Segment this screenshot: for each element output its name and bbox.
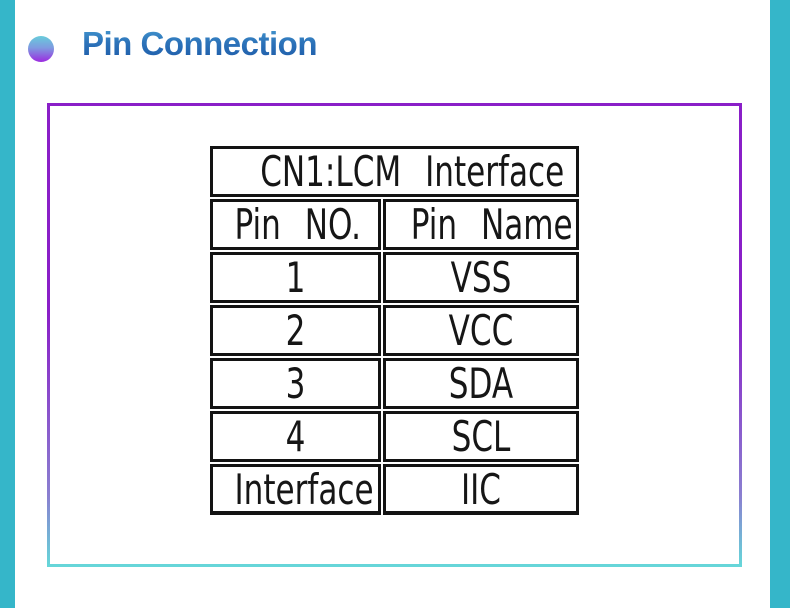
table-row: 1 VSS xyxy=(210,252,579,303)
table-row: 4 SCL xyxy=(210,411,579,462)
section-header: Pin Connection xyxy=(28,24,318,64)
pin-no-cell: Interface xyxy=(210,464,381,515)
table-title-cell: CN1:LCM Interface xyxy=(210,146,579,197)
pin-no-cell: 3 xyxy=(210,358,381,409)
table-header-row: Pin NO. Pin Name xyxy=(210,199,579,250)
pin-name-cell: VCC xyxy=(383,305,579,356)
pin-no-cell: 1 xyxy=(210,252,381,303)
table-title-row: CN1:LCM Interface xyxy=(210,146,579,197)
pin-no-cell: 4 xyxy=(210,411,381,462)
column-header-pin-name: Pin Name xyxy=(383,199,579,250)
right-accent-bar xyxy=(770,0,790,608)
column-header-pin-no: Pin NO. xyxy=(210,199,381,250)
table-row: 3 SDA xyxy=(210,358,579,409)
pin-name-cell: IIC xyxy=(383,464,579,515)
pin-no-cell: 2 xyxy=(210,305,381,356)
page-title: Pin Connection xyxy=(82,25,318,62)
pin-name-cell: SCL xyxy=(383,411,579,462)
pin-connection-table: CN1:LCM Interface Pin NO. Pin Name 1 VSS xyxy=(210,146,579,515)
pin-name-cell: SDA xyxy=(383,358,579,409)
bullet-dot-icon xyxy=(28,35,54,62)
content-panel: CN1:LCM Interface Pin NO. Pin Name 1 VSS xyxy=(47,103,742,567)
pin-name-cell: VSS xyxy=(383,252,579,303)
table-row: Interface IIC xyxy=(210,464,579,515)
table-row: 2 VCC xyxy=(210,305,579,356)
left-accent-bar xyxy=(0,0,15,608)
table-title: CN1:LCM Interface xyxy=(260,147,565,196)
